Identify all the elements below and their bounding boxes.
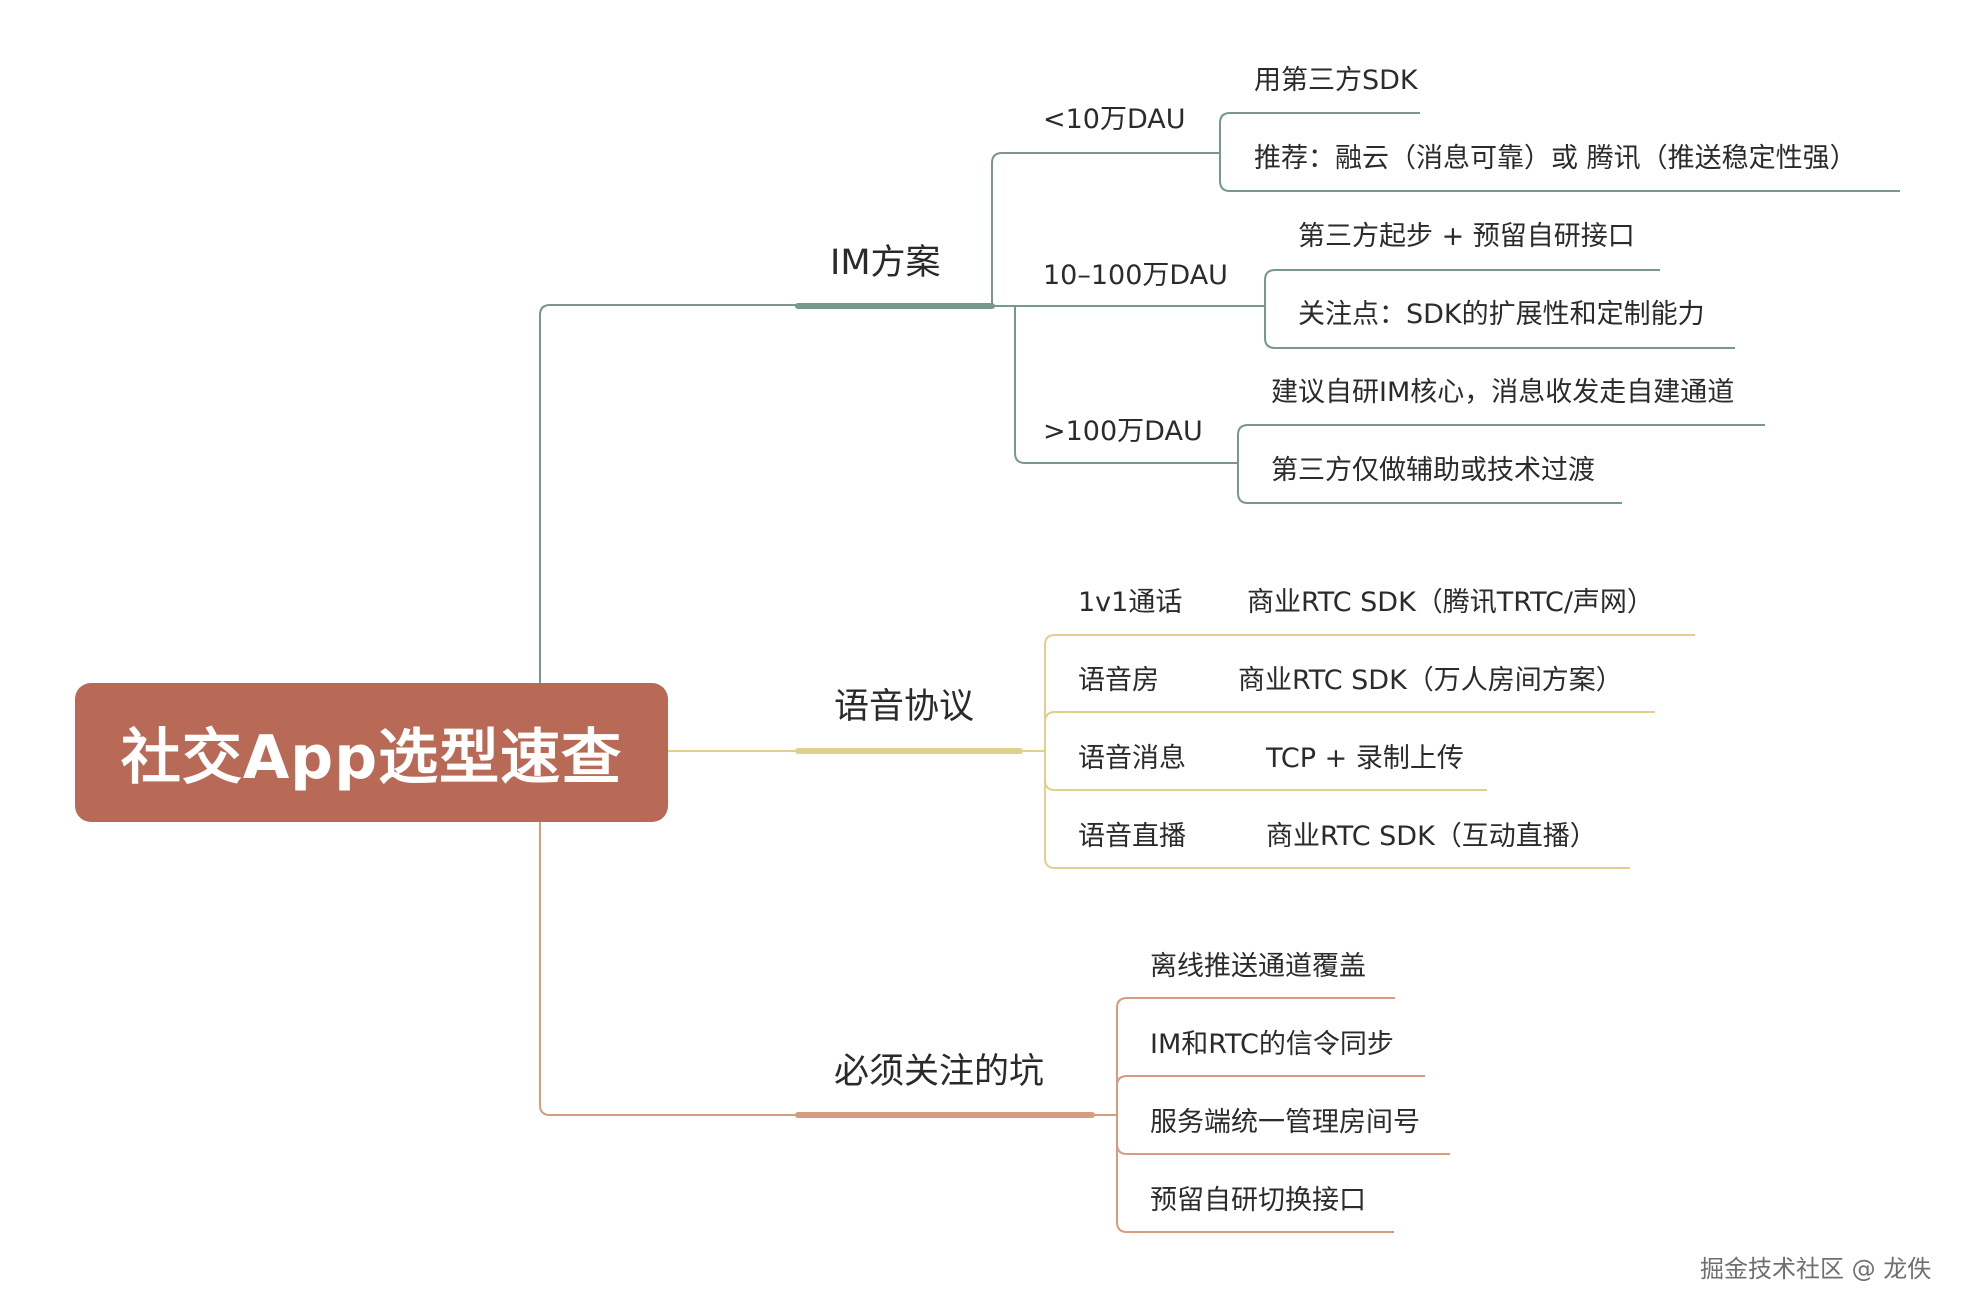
im-sub1-leaf-2: 推荐：融云（消息可靠）或 腾讯（推送稳定性强） — [1254, 143, 1857, 174]
connector-im-sub1 — [991, 152, 1220, 306]
im-sub1-label: <10万DAU — [1043, 104, 1186, 135]
im-sub2-leaf-1: 第三方起步 + 预留自研接口 — [1298, 221, 1635, 252]
connector-im-sub3 — [1014, 306, 1238, 464]
connector-root-im — [539, 304, 800, 683]
connector-sub3-leaves — [1237, 424, 1765, 504]
voice-row-2-value: 商业RTC SDK（万人房间方案） — [1238, 665, 1623, 696]
connector-sub2-leaves — [1264, 269, 1735, 349]
connector-root-pits — [539, 822, 800, 1116]
watermark: 掘金技术社区 @ 龙佚 — [1700, 1255, 1932, 1283]
pits-leaf-1: 离线推送通道覆盖 — [1150, 951, 1366, 982]
voice-row-2-label: 语音房 — [1078, 665, 1159, 696]
im-sub3-leaf-1: 建议自研IM核心，消息收发走自建通道 — [1271, 377, 1735, 408]
pits-leaf-3: 服务端统一管理房间号 — [1150, 1107, 1420, 1138]
voice-row-1-label: 1v1通话 — [1078, 587, 1183, 618]
voice-row-4-label: 语音直播 — [1078, 821, 1186, 852]
connector-sub1-leaves — [1219, 112, 1900, 192]
branch-pits-label: 必须关注的坑 — [834, 1052, 1045, 1092]
im-sub3-leaf-2: 第三方仅做辅助或技术过渡 — [1271, 455, 1595, 486]
im-sub2-label: 10–100万DAU — [1043, 260, 1228, 291]
pits-leaf-2: IM和RTC的信令同步 — [1150, 1029, 1394, 1060]
connector-pits-leaves — [1092, 997, 1450, 1233]
voice-row-3-value: TCP + 录制上传 — [1266, 743, 1464, 774]
voice-row-4-value: 商业RTC SDK（互动直播） — [1266, 821, 1597, 852]
root-node: 社交App选型速查 — [75, 683, 668, 822]
connector-voice-rows — [1044, 634, 1695, 869]
pits-leaf-4: 预留自研切换接口 — [1150, 1185, 1366, 1216]
im-sub1-leaf-1: 用第三方SDK — [1254, 65, 1418, 96]
voice-row-3-label: 语音消息 — [1078, 743, 1186, 774]
branch-im-label: IM方案 — [830, 243, 941, 283]
im-sub2-leaf-2: 关注点：SDK的扩展性和定制能力 — [1298, 299, 1705, 330]
voice-row-1-value: 商业RTC SDK（腾讯TRTC/声网） — [1247, 587, 1654, 618]
branch-voice-label: 语音协议 — [834, 687, 975, 727]
im-sub3-label: >100万DAU — [1043, 416, 1203, 447]
root-title: 社交App选型速查 — [120, 723, 623, 793]
